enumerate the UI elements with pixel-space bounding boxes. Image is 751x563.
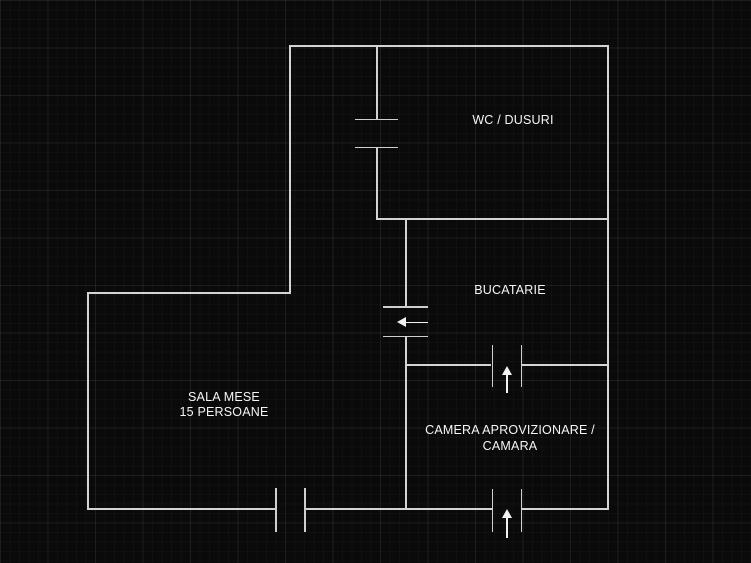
wall-camera-top-left-segment (405, 364, 491, 366)
wc-door-jamb-bottom (355, 146, 398, 148)
bucatarie-text: BUCATARIE (474, 283, 546, 297)
wall-interior-upper (405, 218, 407, 307)
wall-right (607, 45, 609, 510)
wall-wc-left-lower (376, 147, 378, 220)
entrance-left-door-jamb-right (304, 488, 306, 532)
camera-door-jamb-left (491, 345, 493, 387)
wall-mid-vertical (289, 45, 291, 294)
sala-mese-text-line1: SALA MESE (188, 390, 260, 404)
room-label-sala-mese: SALA MESE 15 PERSOANE (134, 390, 314, 420)
wc-dusuri-text: WC / DUSURI (472, 113, 554, 127)
entrance-right-door-jamb-left (491, 489, 493, 532)
wall-wc-left-upper (376, 45, 378, 120)
wall-bottom-middle-segment (305, 508, 492, 510)
wall-interior-lower (405, 336, 407, 510)
bucatarie-door-jamb-bottom (383, 335, 428, 337)
entrance-right-door-jamb-right (520, 489, 522, 532)
sala-mese-text-line2: 15 PERSOANE (179, 405, 269, 419)
wall-bottom-right-segment (521, 508, 609, 510)
wc-door-jamb-top (355, 118, 398, 120)
wall-left (87, 292, 89, 510)
camera-text-line1: CAMERA APROVIZIONARE / (425, 423, 595, 437)
room-label-wc-dusuri: WC / DUSURI (433, 113, 593, 127)
wall-sala-mese-top (87, 292, 291, 294)
entrance-left-door-jamb-left (275, 488, 277, 532)
camera-door-jamb-right (520, 345, 522, 387)
wall-wc-bottom (376, 218, 609, 220)
wall-camera-top-right-segment (521, 364, 609, 366)
camera-text-line2: CAMARA (482, 439, 538, 453)
bucatarie-door-jamb-top (383, 306, 428, 308)
wall-top (289, 45, 609, 47)
room-label-bucatarie: BUCATARIE (430, 283, 590, 297)
wall-bottom-left-segment (87, 508, 276, 510)
room-label-camera-aprovizionare: CAMERA APROVIZIONARE / CAMARA (400, 422, 620, 454)
